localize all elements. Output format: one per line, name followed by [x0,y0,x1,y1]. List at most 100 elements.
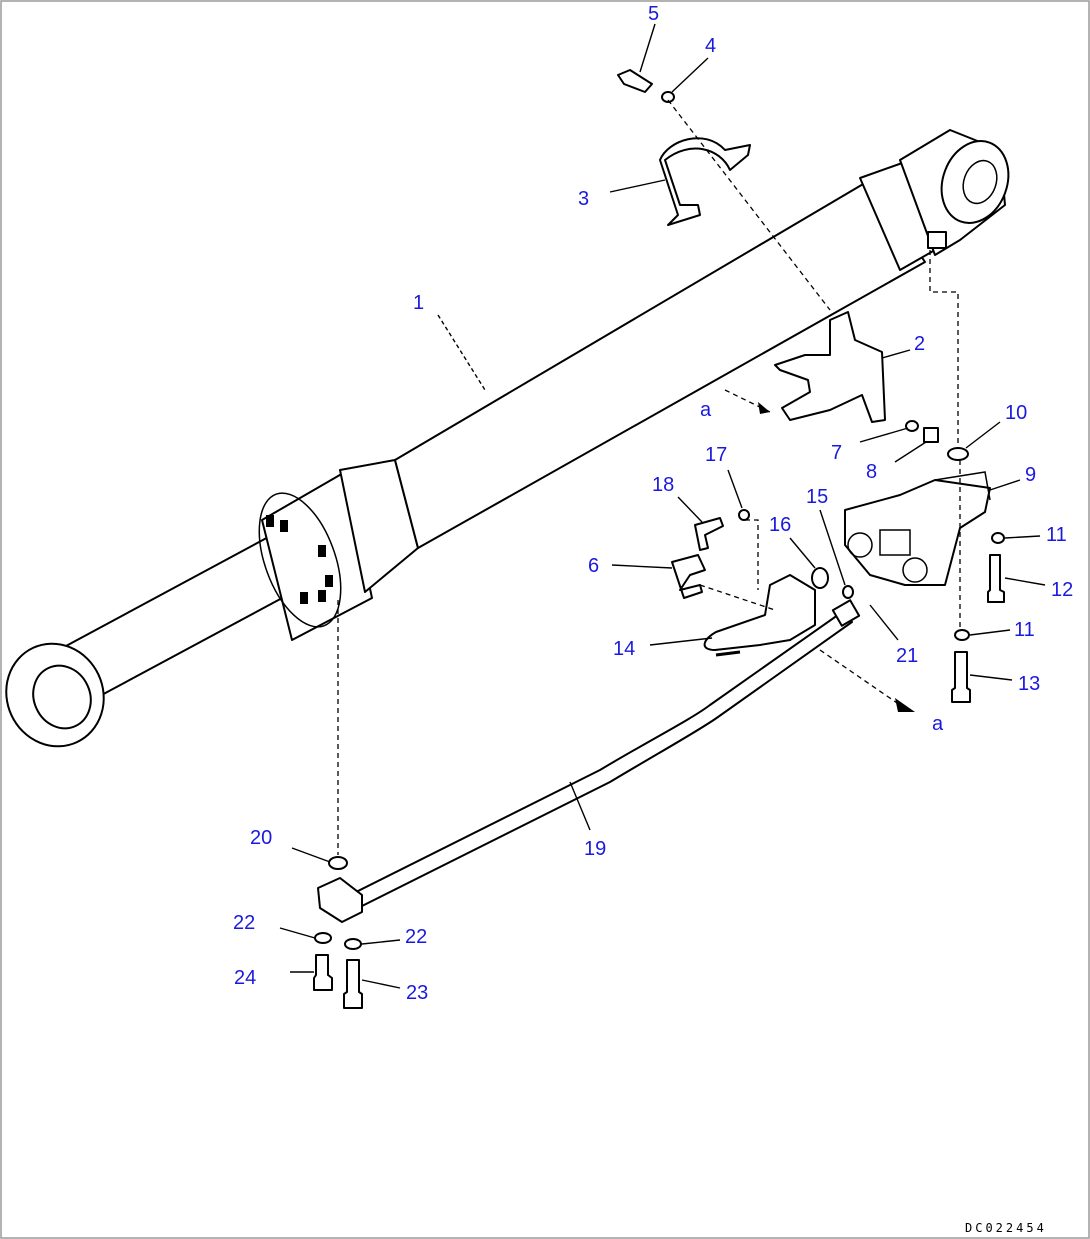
view-marker-a-top: a [700,399,712,421]
callout-23: 23 [406,982,428,1004]
guide-line [929,250,959,445]
safety-valve [844,471,991,586]
callout-labels: 5 4 3 1 2 10 7 8 9 17 18 15 16 11 6 12 1… [233,3,1073,1004]
gland-bolt [280,520,288,532]
leader-3 [609,179,666,193]
tube-flange-block [317,877,363,923]
callout-22-left: 22 [233,912,255,934]
callout-12: 12 [1051,579,1073,601]
leader-8 [894,441,927,463]
washer-22-right [344,938,362,950]
tube-fitting [831,599,861,627]
callout-20: 20 [250,827,272,849]
cylinder-bottom-bore [962,159,998,205]
view-marker-a-bottom: a [932,713,944,735]
leader-10 [965,421,1001,449]
cylinder-head-gland [261,471,373,641]
callout-4: 4 [705,35,716,57]
cylinder-port-boss [927,231,947,249]
elbow-flange [703,574,816,651]
o-ring-20 [328,856,348,870]
gland-bolt [300,592,308,604]
split-flange-6 [671,554,706,599]
callout-2: 2 [914,333,925,355]
leader-11-upper [1004,535,1041,539]
callout-24: 24 [234,967,256,989]
hydraulic-tube [349,609,853,908]
callout-11-lower: 11 [1014,619,1035,641]
leader-21 [869,604,899,641]
callout-21: 21 [896,645,918,667]
leader-20 [291,847,331,863]
callout-5: 5 [648,3,659,25]
leader-6 [611,564,673,569]
leader-19 [569,781,591,831]
callout-11-upper: 11 [1046,524,1067,546]
washer-4 [661,91,675,103]
leader-22-right [361,939,401,945]
washer-7 [905,420,919,432]
drawing-code: DC022454 [965,1221,1047,1235]
guide-line [745,519,759,590]
cylinder-bottom-eye [940,140,1010,224]
leader-4 [671,57,709,93]
callout-17: 17 [705,444,727,466]
bolt-24 [313,954,333,991]
washer-11-upper [991,532,1005,544]
callout-16: 16 [769,514,791,536]
rod-end-bore [32,664,92,730]
callout-14: 14 [613,638,635,660]
gland-bolt [325,575,333,587]
clamp-band [659,137,751,226]
leader-7 [859,427,909,443]
o-ring-10 [947,447,969,461]
leader-17 [727,469,743,509]
fitting-15 [842,585,854,599]
bolt-23 [343,959,363,1009]
leader-11-lower [969,629,1011,636]
callout-3: 3 [578,188,589,210]
view-arrow-icon [895,698,915,712]
callout-13: 13 [1018,673,1040,695]
callout-18: 18 [652,474,674,496]
leader-2 [881,349,911,359]
gland-bolt [318,590,326,602]
assembly-guide-lines [337,99,961,855]
gland-bolt [266,515,274,527]
leader-16 [789,537,816,569]
leader-22-left [279,927,316,939]
leader-13 [969,674,1013,681]
valve-port [847,532,873,558]
callout-9: 9 [1025,464,1036,486]
leader-lines [279,23,1046,989]
leader-9 [989,479,1021,491]
callout-10: 10 [1005,402,1027,424]
callout-22-right: 22 [405,926,427,948]
guide-line [819,649,901,706]
leader-5 [639,23,656,73]
mounting-bracket [774,311,886,423]
leader-1 [437,314,486,391]
leader-14 [649,637,713,646]
callout-15: 15 [806,486,828,508]
washer-17 [738,509,750,521]
bolt-12 [987,554,1005,603]
view-arrow-icon [758,402,770,414]
elbow-flange-edge [715,650,741,657]
callout-19: 19 [584,838,606,860]
bolt-5 [617,69,653,93]
callout-8: 8 [866,461,877,483]
leader-23 [361,979,401,989]
leader-15 [819,509,846,586]
callout-7: 7 [831,442,842,464]
gland-flange [258,492,342,628]
o-ring-16 [811,567,829,589]
valve-cartridge [879,529,911,556]
guide-line [699,584,776,611]
cylinder-assembly [5,129,1010,748]
gland-bolts [266,515,333,604]
callout-1: 1 [413,292,424,314]
